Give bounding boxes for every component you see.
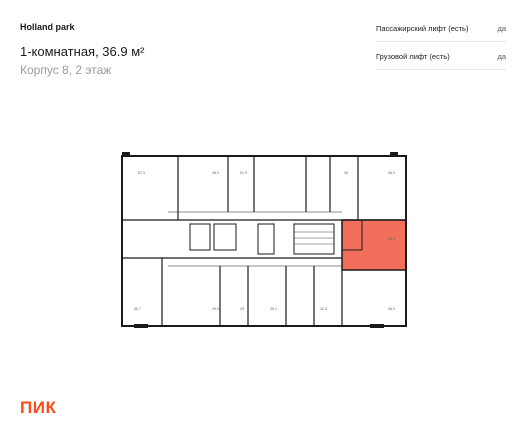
feature-value: да [497,52,506,61]
area-label: 39.9 [212,307,219,311]
highlighted-apartment[interactable] [341,219,407,271]
apartment-subtitle: Корпус 8, 2 этаж [20,63,112,77]
feature-label: Грузовой лифт (есть) [376,52,450,61]
apartment-title: 1-комнатная, 36.9 м² [20,44,145,59]
stairwell [293,223,335,255]
area-label: 56.7 [134,307,141,311]
area-label: 35 [344,171,348,175]
lift-shaft [189,223,211,251]
lift-shaft [257,223,275,255]
area-label: 38.9 [212,171,219,175]
brand-logo: ПИК [20,398,57,417]
area-label: 32.5 [320,307,327,311]
area-label: 57.3 [138,171,145,175]
feature-passenger-lift: Пассажирский лифт (есть) да [376,24,506,42]
feature-label: Пассажирский лифт (есть) [376,24,469,33]
building-outline [121,155,407,327]
area-label: 39.1 [270,307,277,311]
area-label: 51.9 [240,171,247,175]
features-list: Пассажирский лифт (есть) да Грузовой лиф… [376,24,506,80]
feature-freight-lift: Грузовой лифт (есть) да [376,52,506,70]
header: Holland park 1-комнатная, 36.9 м² Корпус… [20,22,145,77]
area-label: 36.9 [388,237,395,241]
floor-plan-drawing: 57.3 38.9 51.9 35 36.9 36.9 56.7 39.9 29… [121,152,407,328]
floor-plan: 57.3 38.9 51.9 35 36.9 36.9 56.7 39.9 29… [108,150,412,336]
area-label: 36.9 [388,307,395,311]
feature-value: да [497,24,506,33]
area-label: 29 [240,307,244,311]
lift-shaft [213,223,237,251]
project-name: Holland park [20,22,75,32]
area-label: 36.9 [388,171,395,175]
